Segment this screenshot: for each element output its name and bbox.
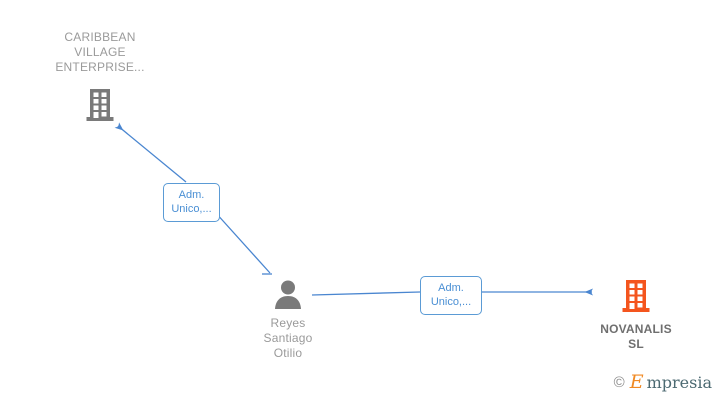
brand-name: mpresia [646, 372, 712, 392]
node-caribbean-village-enterprise[interactable]: CARIBBEAN VILLAGE ENTERPRISE... [26, 30, 174, 123]
empresia-watermark: © E mpresia [614, 373, 712, 392]
company-building-icon [562, 278, 710, 314]
node-novanalis-label: NOVANALIS SL [600, 322, 672, 351]
company-building-icon [26, 87, 174, 123]
copyright-symbol: © [613, 374, 625, 391]
relation-label-adm-unico-novanalis[interactable]: Adm. Unico,... [420, 276, 482, 315]
brand-initial: E [629, 371, 644, 393]
relation-label-adm-unico-caribbean[interactable]: Adm. Unico,... [163, 183, 220, 222]
node-person-reyes-santiago-otilio[interactable]: Reyes Santiago Otilio [214, 279, 362, 361]
node-caribbean-label: CARIBBEAN VILLAGE ENTERPRISE... [55, 30, 145, 74]
person-icon [214, 279, 362, 309]
node-person-label: Reyes Santiago Otilio [263, 316, 313, 360]
node-novanalis-sl[interactable]: NOVANALIS SL [562, 278, 710, 352]
